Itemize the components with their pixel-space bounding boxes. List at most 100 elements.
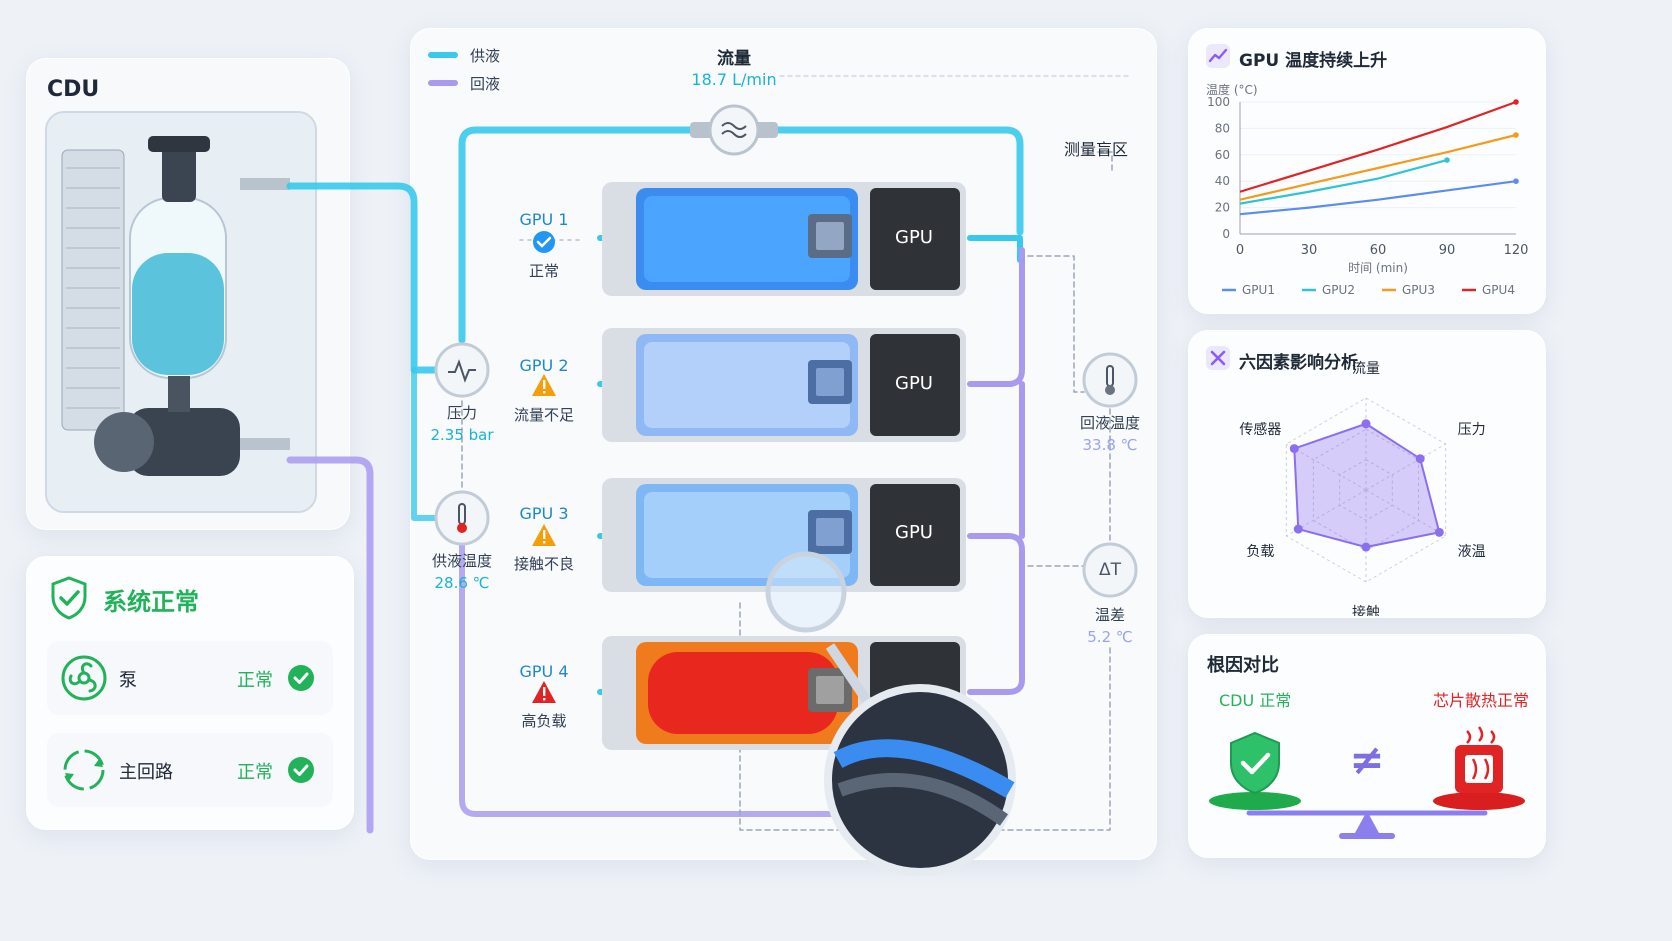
x-tick-label: 0 xyxy=(1236,243,1244,258)
pressure-label: 压力 xyxy=(446,404,478,422)
root-cause-right-label: 芯片散热正常 xyxy=(1433,691,1530,710)
gpu3-status: 接触不良 xyxy=(513,555,575,573)
series-line-gpu3 xyxy=(1239,133,1517,201)
shield-check-icon xyxy=(1209,731,1301,810)
gpu1-check-icon xyxy=(533,231,555,253)
status-state-main-loop: 正常 xyxy=(237,762,273,783)
series-end-point xyxy=(1513,178,1519,184)
series-end-point xyxy=(1444,157,1450,163)
legend-entry: GPU1 xyxy=(1242,283,1275,297)
gpu3-warning-icon xyxy=(532,524,556,546)
x-tick-label: 30 xyxy=(1301,243,1318,258)
legend-supply: 供液 xyxy=(470,47,501,65)
radar-value-point xyxy=(1293,524,1303,534)
radar-axis-label: 液温 xyxy=(1458,544,1486,560)
cdu-illustration xyxy=(45,111,317,513)
gpu1-name: GPU 1 xyxy=(519,210,569,229)
blind-zone-label: 测量盲区 xyxy=(1064,140,1129,159)
status-label-pump: 泵 xyxy=(119,670,137,691)
flow-meter-icon xyxy=(690,104,778,156)
delta-t-label: 温差 xyxy=(1094,606,1126,624)
flow-label: 流量 xyxy=(717,49,751,69)
radar-value-point xyxy=(1415,454,1425,464)
gpu2-status: 流量不足 xyxy=(513,406,575,424)
gpu4-status: 高负载 xyxy=(521,712,567,730)
return-thermometer-icon xyxy=(1082,352,1138,408)
root-cause-title: 根因对比 xyxy=(1207,655,1279,676)
radar-axis-label: 流量 xyxy=(1352,361,1380,377)
system-status-panel: 系统正常 泵 正常 主回路 正常 xyxy=(26,556,354,830)
delta-t-icon-text: ΔT xyxy=(1098,560,1122,580)
gpu2-name: GPU 2 xyxy=(519,356,569,375)
legend-entry: GPU2 xyxy=(1322,283,1355,297)
radar-axis-label: 传感器 xyxy=(1239,421,1281,438)
pressure-value: 2.35 bar xyxy=(430,426,494,444)
system-status-title: 系统正常 xyxy=(103,588,199,616)
series-end-point xyxy=(1513,132,1519,138)
gpu2-warning-icon xyxy=(532,374,556,396)
radar-axis-label: 压力 xyxy=(1458,422,1486,438)
y-axis-label: 温度 (°C) xyxy=(1206,82,1258,97)
gpu4-alert-icon xyxy=(532,681,556,703)
radar-axis-label: 负载 xyxy=(1246,544,1274,560)
series-end-point xyxy=(1513,99,1519,105)
delta-t-icon xyxy=(1082,542,1138,598)
flow-value: 18.7 L/min xyxy=(691,70,777,89)
gpu1-chip-label: GPU xyxy=(895,227,933,248)
root-cause-left-label: CDU 正常 xyxy=(1219,691,1292,710)
legend-entry: GPU4 xyxy=(1482,283,1515,297)
delta-t-value: 5.2 ℃ xyxy=(1087,628,1133,646)
trend-icon xyxy=(1206,44,1230,68)
radar-value-point xyxy=(1361,419,1371,429)
x-tick-label: 120 xyxy=(1504,243,1529,258)
radiator xyxy=(61,149,125,431)
series-line-gpu1 xyxy=(1239,180,1517,216)
y-tick-label: 100 xyxy=(1207,95,1230,109)
supply-thermometer-icon xyxy=(434,490,490,546)
gpu3-chip-label: GPU xyxy=(895,522,933,543)
radar-title: 六因素影响分析 xyxy=(1239,353,1358,373)
return-temp-label: 回液温度 xyxy=(1079,414,1141,432)
gpu3-name: GPU 3 xyxy=(519,504,569,523)
pressure-gauge-icon xyxy=(434,342,490,398)
check-circle-icon xyxy=(288,757,314,783)
y-tick-label: 80 xyxy=(1215,121,1230,135)
gpu4-name: GPU 4 xyxy=(519,662,569,681)
supply-temp-value: 28.6 ℃ xyxy=(434,574,490,592)
supply-temp-label: 供液温度 xyxy=(431,552,493,570)
radar-value-point xyxy=(1289,444,1299,454)
not-equal-symbol: ≠ xyxy=(1349,735,1385,784)
radar-panel: 六因素影响分析 xyxy=(1188,330,1546,618)
status-label-main-loop: 主回路 xyxy=(119,762,173,783)
legend-return: 回液 xyxy=(470,75,501,93)
hot-chip-icon xyxy=(1433,726,1525,810)
temperature-chart-panel: GPU 温度持续上升 xyxy=(1188,28,1546,314)
cdu-title: CDU xyxy=(47,77,100,102)
y-tick-label: 20 xyxy=(1215,201,1230,215)
y-tick-label: 0 xyxy=(1222,227,1230,241)
status-row-pump: 泵 正常 xyxy=(47,641,333,715)
x-axis-label: 时间 (min) xyxy=(1348,261,1408,275)
x-tick-label: 90 xyxy=(1439,243,1456,258)
status-state-pump: 正常 xyxy=(237,670,273,691)
legend-entry: GPU3 xyxy=(1402,283,1435,297)
loop-icon xyxy=(63,749,105,791)
root-cause-panel: 根因对比 CDU 正常 芯片散热正常 ≠ xyxy=(1188,634,1546,858)
temperature-line-chart: 温度 (°C) 0 20 40 60 80 100 0 30 60 90 120 时间 (min) GPU… xyxy=(1206,82,1529,297)
radar-value-point xyxy=(1361,542,1371,552)
radar-value-polygon xyxy=(1293,422,1441,549)
y-tick-label: 60 xyxy=(1215,148,1230,162)
status-row-main-loop: 主回路 正常 xyxy=(47,733,333,807)
pump-icon xyxy=(61,655,107,701)
chart-title: GPU 温度持续上升 xyxy=(1239,51,1388,71)
radar-axis-label: 接触 xyxy=(1352,604,1380,616)
y-tick-label: 40 xyxy=(1215,174,1230,188)
radar-value-point xyxy=(1434,527,1444,537)
balance-scale xyxy=(1209,726,1525,839)
return-temp-value: 33.8 ℃ xyxy=(1082,436,1138,454)
tools-icon xyxy=(1206,346,1230,370)
magnifier-lens xyxy=(765,551,1016,876)
x-tick-label: 60 xyxy=(1370,243,1387,258)
